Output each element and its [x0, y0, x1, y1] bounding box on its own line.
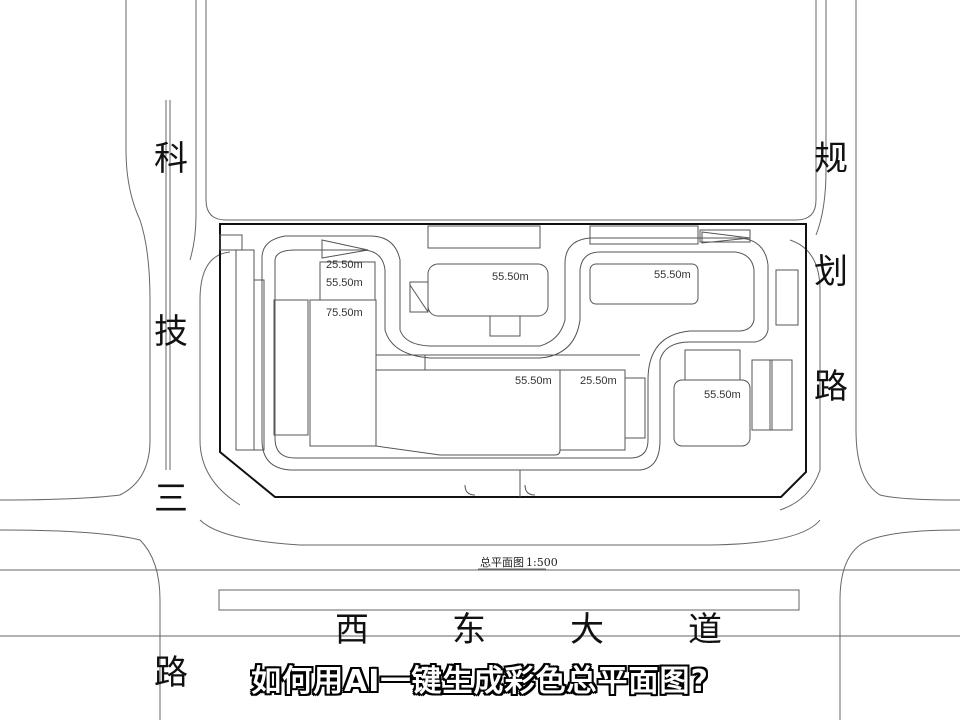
elev-label-h: 55.50m	[704, 389, 741, 401]
elev-label-e: 55.50m	[654, 269, 691, 281]
boulevard-north-edge	[199, 519, 821, 546]
road-bottom-char-4: 道	[688, 610, 722, 650]
elev-label-c: 75.50m	[326, 307, 363, 319]
tower-north-east	[589, 263, 699, 305]
drawing-title: 总平面图	[480, 555, 524, 569]
road-bottom-char-1: 西	[335, 610, 369, 650]
boulevard-median	[218, 589, 800, 611]
left-road-edge-inner	[189, 0, 197, 261]
road-left-char-4: 路	[154, 653, 188, 693]
internal-loop-inner	[274, 249, 755, 459]
road-left-char-1: 科	[154, 139, 188, 179]
north-plot-outline	[205, 0, 817, 221]
internal-loop-outer	[261, 235, 769, 471]
elev-label-a: 25.50m	[326, 259, 363, 271]
road-bottom-char-2: 东	[452, 610, 486, 650]
road-bottom-char-3: 大	[570, 610, 604, 650]
tower-north-centre	[427, 263, 549, 317]
site-boundary	[219, 223, 807, 498]
right-road-edge-inner	[855, 0, 960, 501]
road-left-char-3: 三	[154, 479, 188, 519]
main-podium	[309, 299, 377, 447]
elev-label-g: 25.50m	[580, 375, 617, 387]
elev-label-d: 55.50m	[492, 271, 529, 283]
left-road-edge-outer	[0, 0, 151, 501]
road-left-char-2: 技	[154, 312, 188, 352]
road-right-char-3: 路	[814, 367, 848, 407]
video-subtitle: 如何用AI一键生成彩色总平面图?	[251, 664, 709, 699]
road-right-char-1: 规	[814, 139, 848, 179]
elev-label-b: 55.50m	[326, 277, 363, 289]
left-road-south-edge	[0, 529, 161, 720]
road-right-char-2: 划	[814, 252, 848, 292]
drawing-scale: 1:500	[526, 556, 558, 569]
right-road-edge-outer	[815, 0, 827, 236]
elev-label-f: 55.50m	[515, 375, 552, 387]
right-road-south-edge	[839, 529, 960, 720]
